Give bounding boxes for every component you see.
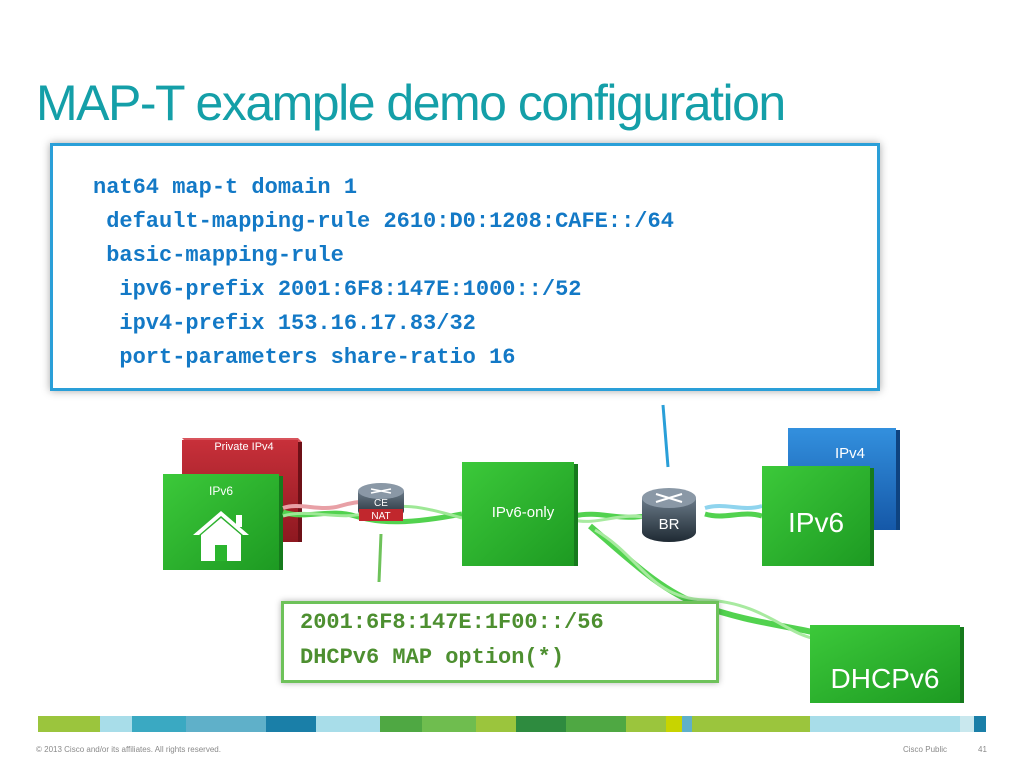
copyright-text: © 2013 Cisco and/or its affiliates. All … xyxy=(36,745,221,754)
br-label: BR xyxy=(659,516,680,533)
br-uplink xyxy=(705,506,762,516)
ce-label: CE xyxy=(374,498,388,509)
home-ipv6-block: IPv6 xyxy=(163,474,283,570)
config-line: DHCPv6 MAP option(*) xyxy=(300,647,564,669)
ipv6-label: IPv6 xyxy=(788,507,844,538)
config-box-pointer-line xyxy=(379,534,381,582)
ipv6-only-block: IPv6-only xyxy=(462,462,578,566)
footer-color-bar xyxy=(38,716,986,732)
br-router-icon: BR xyxy=(642,488,696,542)
router-icon: CE NAT xyxy=(358,483,404,522)
ipv6-block: IPv6 xyxy=(762,466,874,566)
core-link xyxy=(574,514,650,521)
home-ipv6-label: IPv6 xyxy=(209,484,233,498)
dhcpv6-label: DHCPv6 xyxy=(831,663,940,694)
page-number: 41 xyxy=(978,745,987,754)
ipv6-only-label: IPv6-only xyxy=(492,504,555,521)
dhcpv6-block: DHCPv6 xyxy=(810,625,964,703)
config-line: 2001:6F8:147E:1F00::/56 xyxy=(300,612,604,634)
ipv4-label: IPv4 xyxy=(835,445,865,462)
code-box-pointer-line xyxy=(663,405,668,467)
classification-text: Cisco Public xyxy=(903,745,947,754)
dhcpv6-config-box: 2001:6F8:147E:1F00::/56 DHCPv6 MAP optio… xyxy=(281,601,719,683)
private-ipv4-label: Private IPv4 xyxy=(214,441,273,453)
nat-label: NAT xyxy=(371,511,390,522)
